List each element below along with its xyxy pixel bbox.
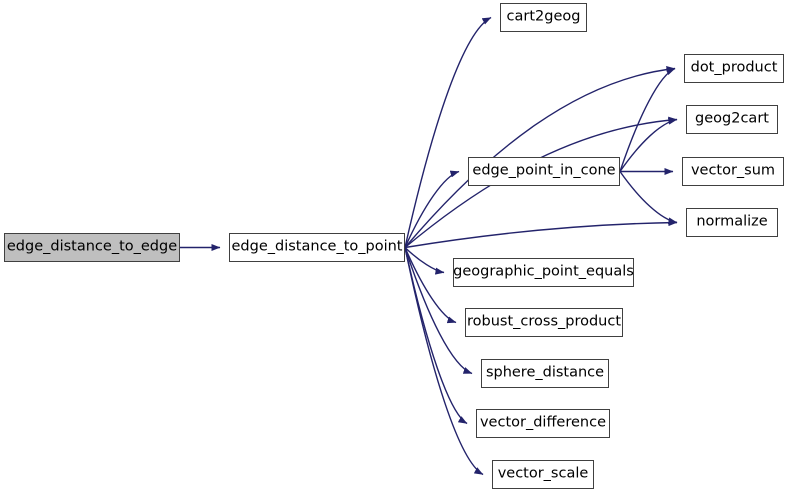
node-label: edge_distance_to_point [231, 238, 403, 255]
node-edge-distance-to-point[interactable]: edge_distance_to_point [229, 233, 405, 262]
edge-edge-point-in-cone-to-geog2cart [619, 117, 678, 172]
node-label: geog2cart [695, 110, 769, 127]
node-label: vector_scale [497, 465, 589, 482]
edge-edge-distance-to-point-to-geographic-point-equals [404, 246, 445, 275]
node-sphere-distance[interactable]: sphere_distance [481, 359, 609, 388]
node-geog2cart[interactable]: geog2cart [686, 105, 778, 134]
node-label: geographic_point_equals [453, 263, 634, 280]
node-label: cart2geog [506, 8, 581, 25]
edge-edge-distance-to-point-to-normalize [404, 219, 678, 249]
node-label: normalize [696, 213, 768, 230]
node-vector-difference[interactable]: vector_difference [476, 409, 610, 438]
node-edge-point-in-cone[interactable]: edge_point_in_cone [468, 157, 620, 186]
node-vector-scale[interactable]: vector_scale [492, 460, 594, 489]
node-geographic-point-equals[interactable]: geographic_point_equals [453, 258, 634, 287]
edge-edge-distance-to-point-to-robust-cross-product [404, 247, 457, 324]
node-label: edge_distance_to_edge [6, 238, 178, 255]
node-label: robust_cross_product [467, 313, 622, 330]
edge-edge-point-in-cone-to-normalize [619, 171, 678, 225]
node-edge-distance-to-edge[interactable]: edge_distance_to_edge [4, 233, 180, 262]
node-robust-cross-product[interactable]: robust_cross_product [465, 308, 623, 337]
node-label: vector_difference [479, 414, 607, 431]
node-cart2geog[interactable]: cart2geog [500, 3, 587, 32]
node-label: sphere_distance [485, 364, 605, 381]
edge-edge-distance-to-point-to-cart2geog [404, 16, 492, 248]
node-normalize[interactable]: normalize [686, 208, 778, 237]
node-label: edge_point_in_cone [472, 162, 616, 179]
edge-edge-distance-to-point-to-edge-point-in-cone [404, 170, 460, 248]
node-label: dot_product [690, 59, 778, 76]
node-label: vector_sum [690, 162, 776, 179]
node-dot-product[interactable]: dot_product [684, 54, 784, 83]
edge-edge-point-in-cone-to-dot-product [619, 67, 676, 172]
node-vector-sum[interactable]: vector_sum [682, 157, 784, 186]
